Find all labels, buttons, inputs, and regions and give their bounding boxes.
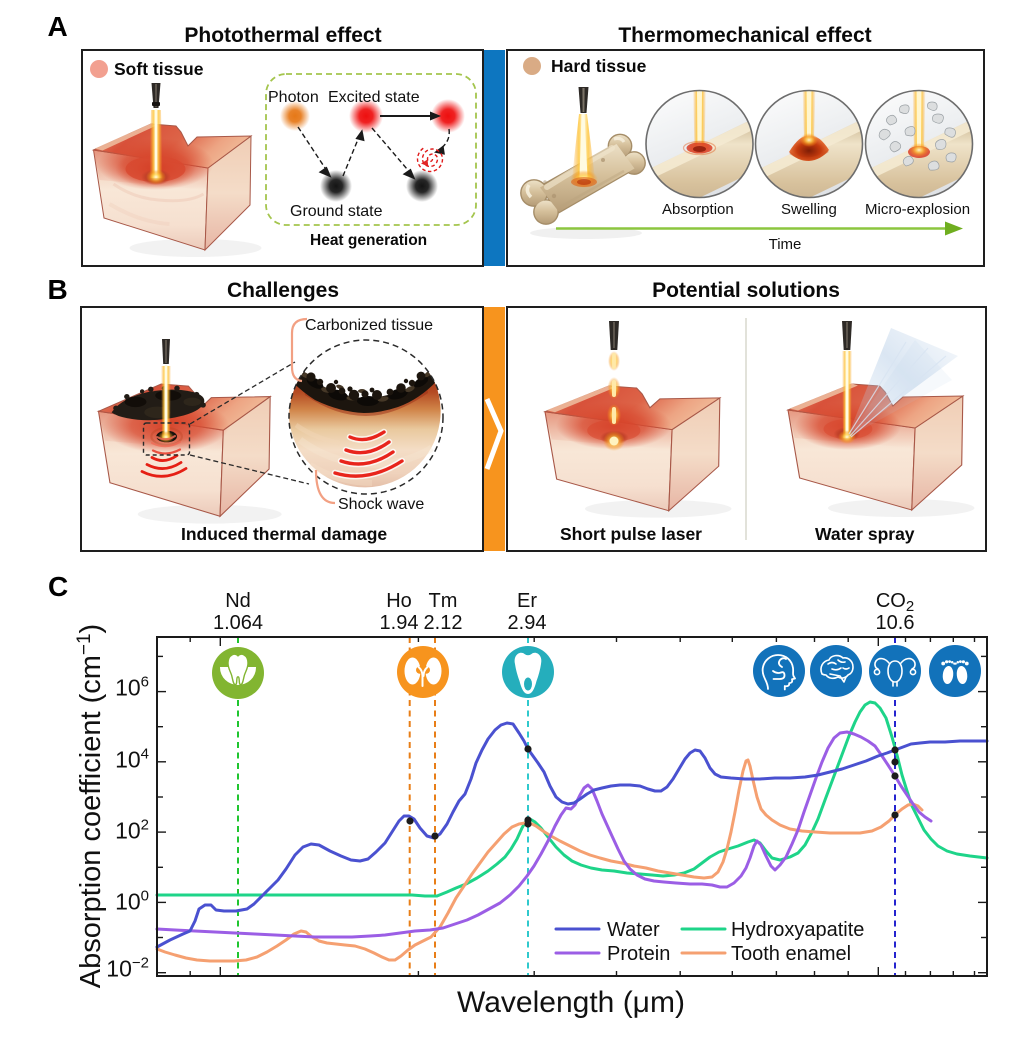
svg-text:102: 102	[115, 817, 149, 844]
svg-text:Hydroxyapatite: Hydroxyapatite	[731, 919, 864, 941]
svg-text:Water: Water	[607, 919, 660, 941]
svg-text:Thermomechanical effect: Thermomechanical effect	[618, 24, 871, 47]
svg-text:2.94: 2.94	[508, 612, 547, 634]
svg-text:Micro-explosion: Micro-explosion	[865, 201, 970, 218]
svg-text:Swelling: Swelling	[781, 201, 837, 218]
svg-text:Tm: Tm	[429, 590, 458, 612]
svg-text:10.6: 10.6	[876, 612, 915, 634]
svg-text:Absorption coefficient (cm−1): Absorption coefficient (cm−1)	[74, 624, 107, 988]
svg-text:Absorption: Absorption	[662, 201, 734, 218]
svg-text:Soft tissue: Soft tissue	[114, 59, 204, 79]
svg-text:Heat generation: Heat generation	[310, 232, 427, 249]
svg-text:Carbonized tissue: Carbonized tissue	[305, 317, 433, 334]
svg-text:C: C	[48, 571, 68, 602]
svg-text:10−2: 10−2	[106, 955, 149, 982]
svg-text:Excited state: Excited state	[328, 89, 420, 106]
svg-text:Photon: Photon	[268, 89, 319, 106]
svg-text:100: 100	[115, 887, 149, 914]
svg-text:Induced thermal damage: Induced thermal damage	[181, 524, 387, 544]
svg-text:104: 104	[115, 745, 149, 772]
svg-text:B: B	[48, 274, 68, 305]
svg-text:Hard tissue: Hard tissue	[551, 56, 647, 76]
svg-text:Protein: Protein	[607, 943, 670, 965]
svg-text:Water spray: Water spray	[815, 524, 915, 544]
svg-text:Nd: Nd	[225, 590, 251, 612]
svg-text:Short pulse laser: Short pulse laser	[560, 524, 702, 544]
svg-text:1.94: 1.94	[380, 612, 419, 634]
svg-text:Time: Time	[769, 236, 802, 253]
svg-text:106: 106	[115, 674, 149, 701]
svg-text:Er: Er	[517, 590, 537, 612]
svg-text:Ho: Ho	[386, 590, 412, 612]
svg-text:Tooth enamel: Tooth enamel	[731, 943, 851, 965]
svg-text:2.12: 2.12	[424, 612, 463, 634]
svg-text:Potential solutions: Potential solutions	[652, 279, 840, 302]
svg-text:1.064: 1.064	[213, 612, 263, 634]
svg-text:Challenges: Challenges	[227, 279, 339, 302]
svg-text:Photothermal effect: Photothermal effect	[184, 24, 381, 47]
svg-text:Shock wave: Shock wave	[338, 496, 424, 513]
svg-text:A: A	[48, 11, 68, 42]
svg-text:Ground state: Ground state	[290, 203, 383, 220]
svg-text:Wavelength (μm): Wavelength (μm)	[457, 986, 685, 1019]
